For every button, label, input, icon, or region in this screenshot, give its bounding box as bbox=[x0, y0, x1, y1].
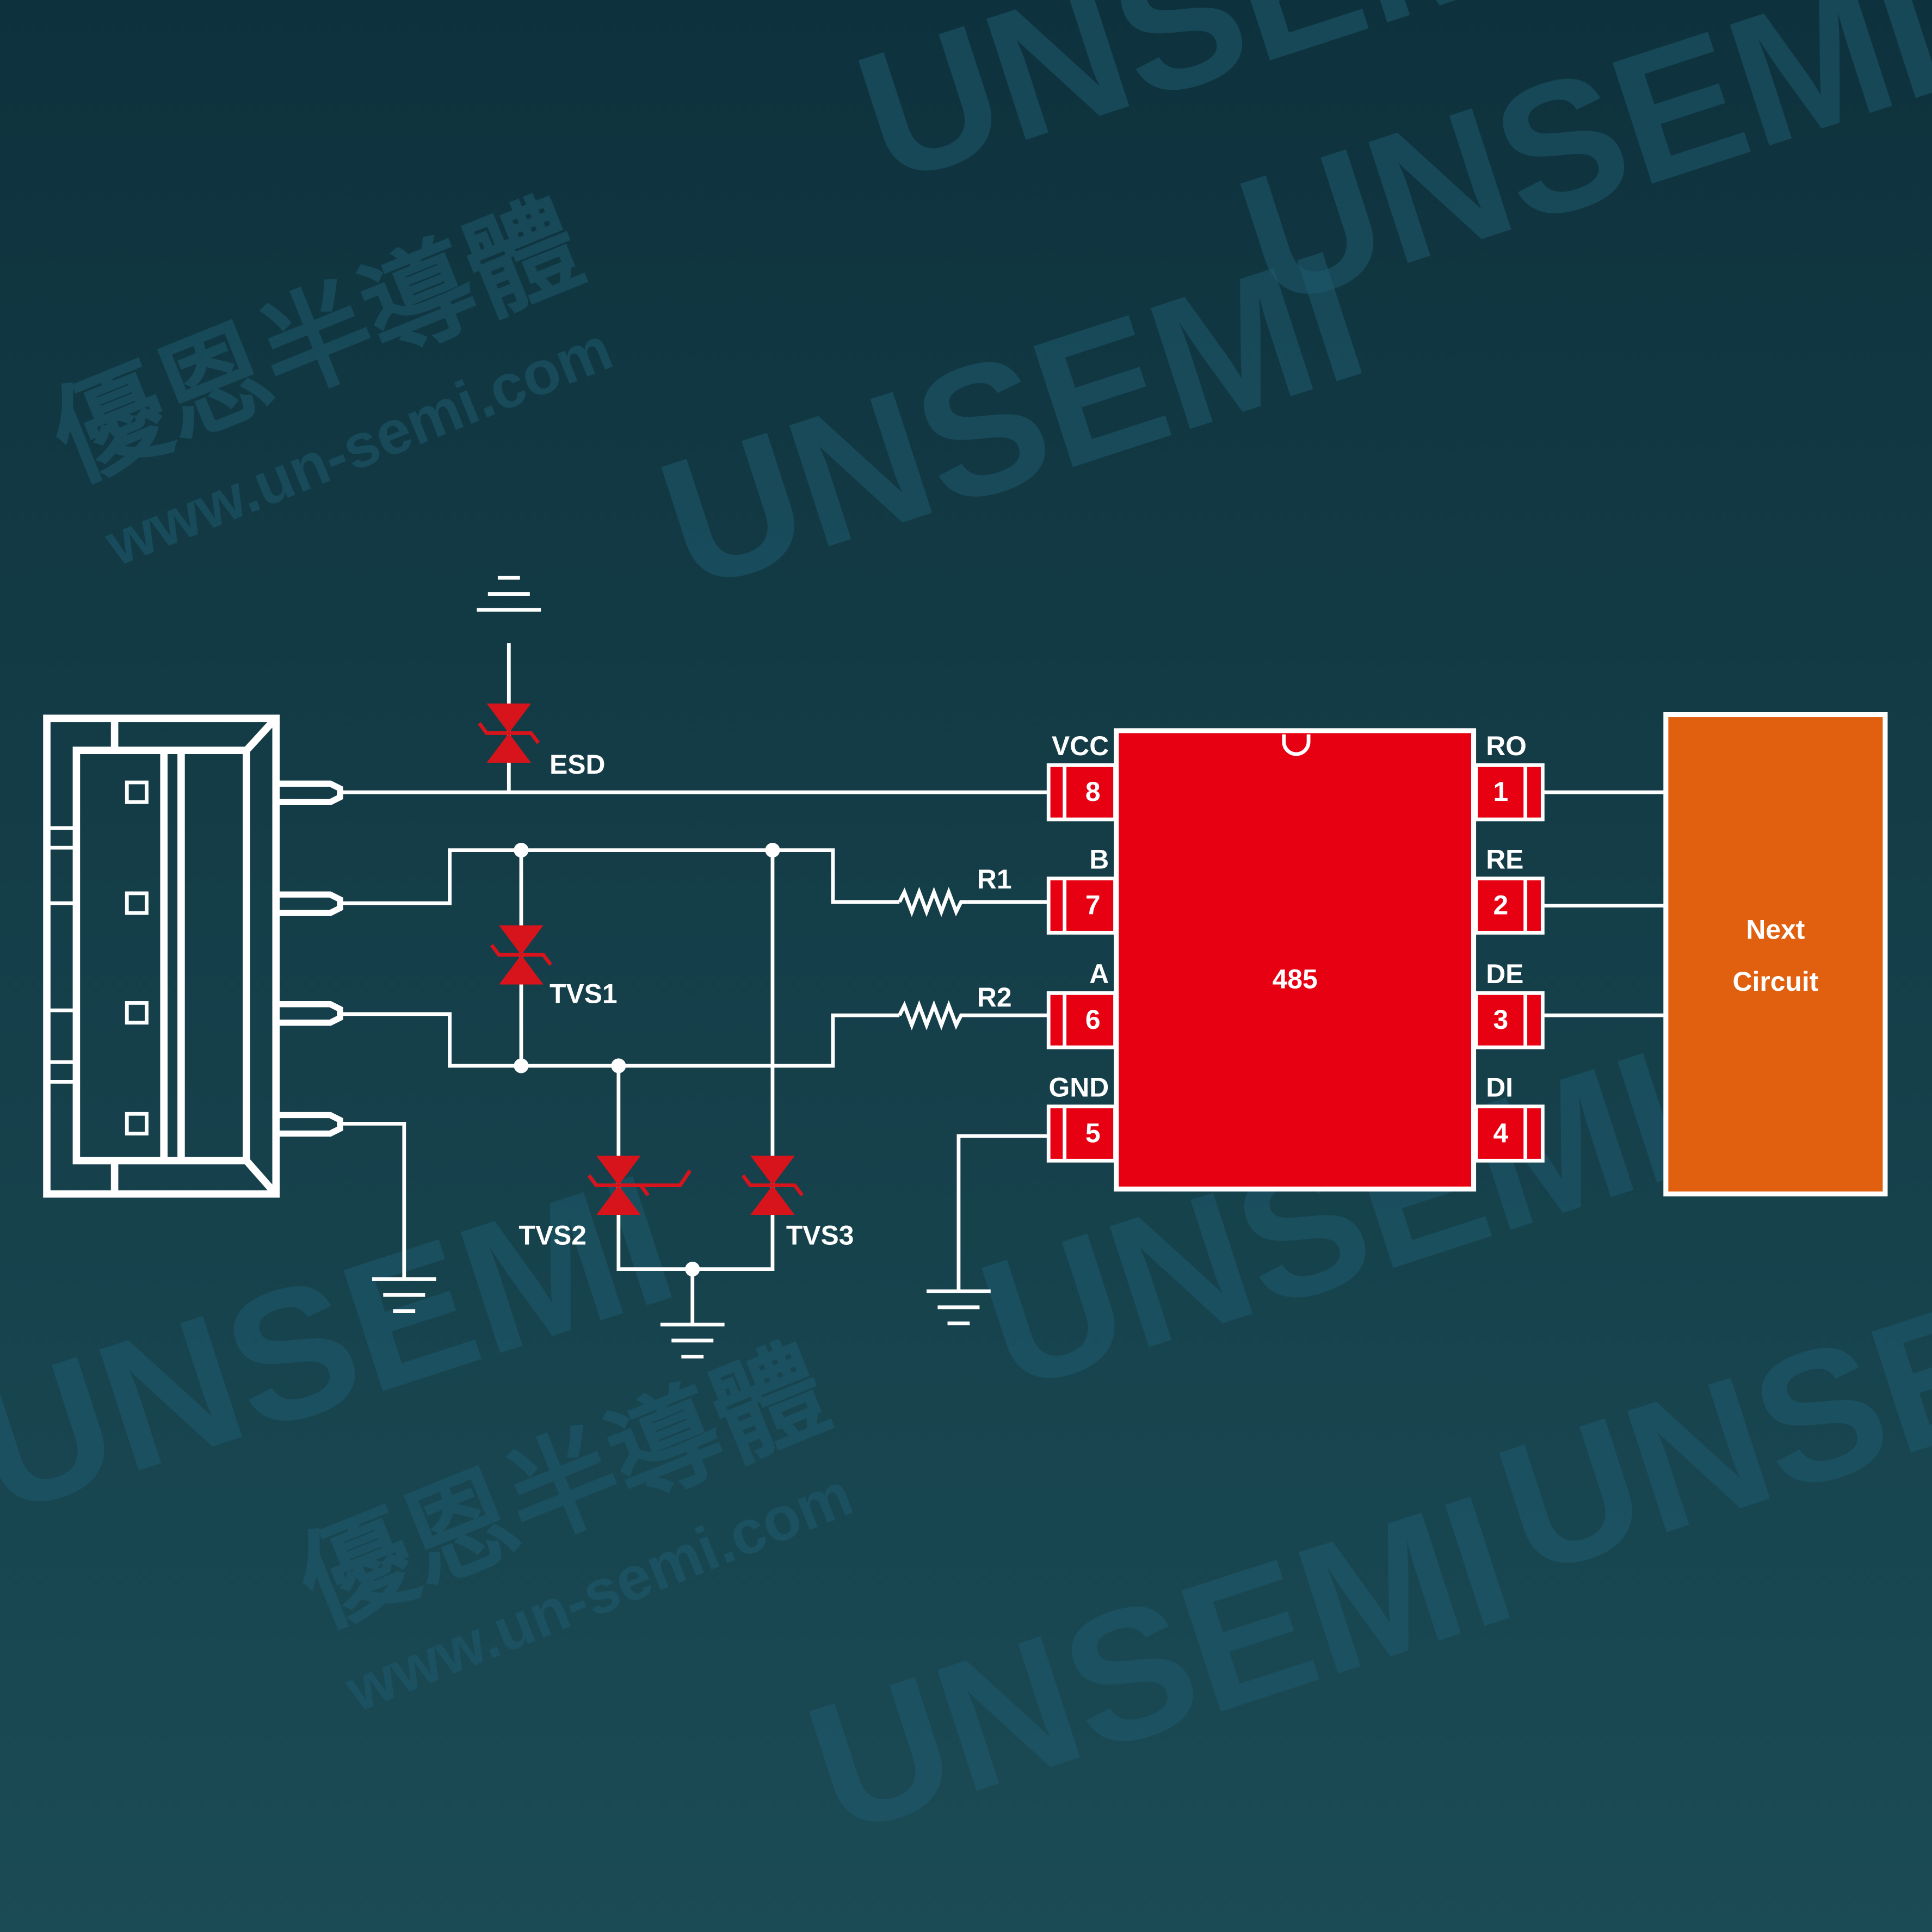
pin-gnd: 5 GND bbox=[1046, 1072, 1117, 1163]
pin-number: 8 bbox=[1085, 776, 1101, 807]
tvs1-label: TVS1 bbox=[550, 978, 618, 1009]
r2-label: R2 bbox=[977, 982, 1012, 1013]
pin-di: 4 DI bbox=[1474, 1072, 1545, 1163]
resistor-r1 bbox=[898, 886, 967, 917]
pin-number: 5 bbox=[1085, 1118, 1101, 1148]
pin-number: 6 bbox=[1085, 1004, 1101, 1035]
pin-number: 4 bbox=[1493, 1118, 1509, 1148]
junction-dots bbox=[514, 843, 780, 1277]
tvs3-label: TVS3 bbox=[786, 1220, 854, 1250]
chip-name: 485 bbox=[1273, 964, 1318, 994]
pin-name: RE bbox=[1486, 844, 1523, 875]
chip-notch bbox=[1282, 734, 1311, 756]
pin-number: 7 bbox=[1085, 890, 1101, 920]
pin-re: 2 RE bbox=[1474, 844, 1545, 935]
pin-number: 2 bbox=[1493, 890, 1509, 920]
tvs2-label: TVS2 bbox=[519, 1220, 587, 1250]
r1-label: R1 bbox=[977, 864, 1012, 894]
resistor-r2 bbox=[898, 1000, 967, 1030]
pin-vcc: 8 VCC bbox=[1046, 731, 1117, 822]
pin-number: 1 bbox=[1493, 776, 1509, 807]
next-circuit-block: Next Circuit bbox=[1663, 712, 1888, 1196]
pin-name: VCC bbox=[1052, 731, 1109, 761]
pin-ro: 1 RO bbox=[1474, 731, 1545, 822]
pin-name: B bbox=[1089, 844, 1109, 875]
pin-name: RO bbox=[1486, 731, 1527, 761]
pin-name: A bbox=[1089, 959, 1109, 989]
pin-number: 3 bbox=[1493, 1004, 1509, 1035]
next-circuit-line2: Circuit bbox=[1733, 966, 1819, 997]
pin-name: DE bbox=[1486, 959, 1523, 989]
tvs2-diode-icon bbox=[589, 1156, 692, 1215]
rs485-chip: 485 bbox=[1114, 728, 1477, 1192]
next-circuit-line1: Next bbox=[1746, 915, 1805, 945]
pin-b: 7B bbox=[1046, 844, 1117, 935]
pin-de: 3 DE bbox=[1474, 959, 1545, 1050]
pin-name: GND bbox=[1048, 1072, 1109, 1103]
pin-name: DI bbox=[1486, 1072, 1513, 1103]
pin-a: 6A bbox=[1046, 959, 1117, 1050]
esd-label: ESD bbox=[550, 749, 605, 780]
